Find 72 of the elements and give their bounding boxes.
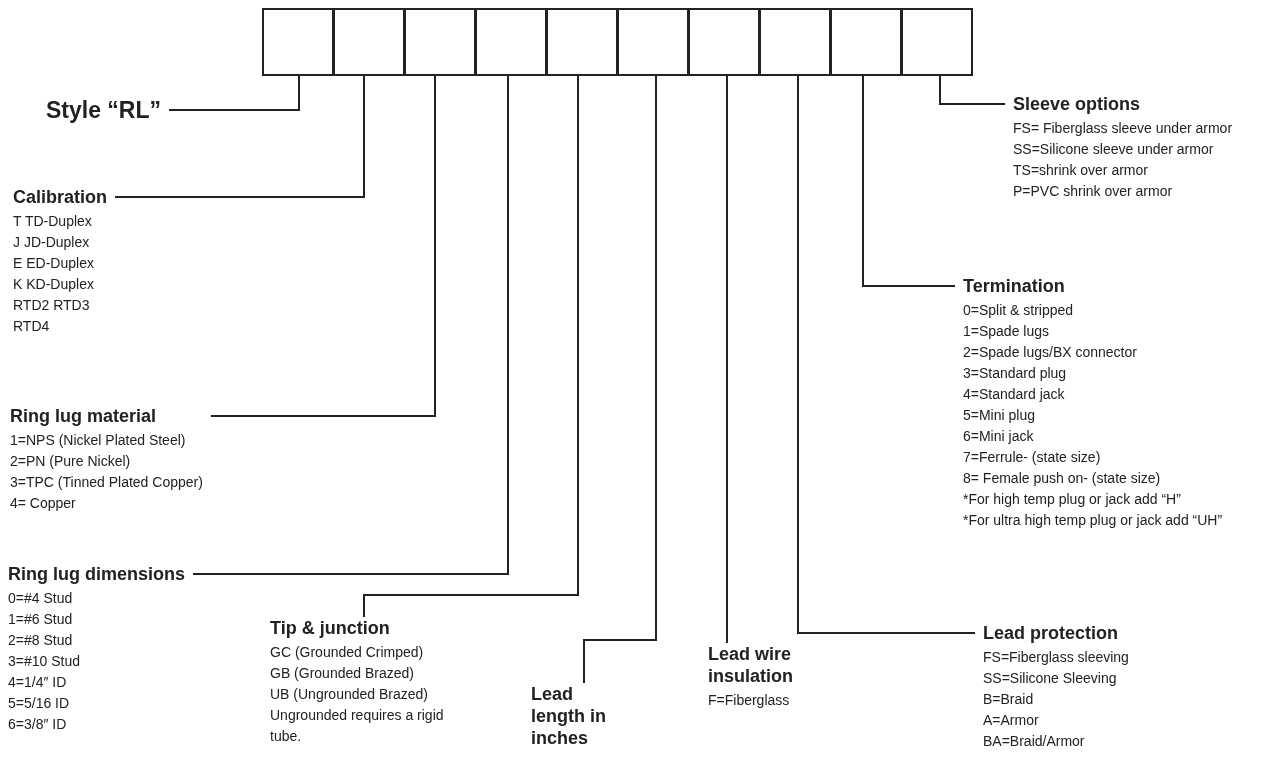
- leader-line: [583, 75, 657, 684]
- field-heading: Lead length in inches: [531, 683, 607, 749]
- option-text: 3=TPC (Tinned Plated Copper): [10, 473, 203, 492]
- code-box: [759, 8, 831, 76]
- option-text: 0=#4 Stud: [8, 589, 74, 608]
- code-box: [262, 8, 334, 76]
- option-text: 1=#6 Stud: [8, 610, 74, 629]
- option-text: GC (Grounded Crimped): [270, 643, 425, 662]
- option-text: 4=Standard jack: [963, 385, 1066, 404]
- leader-line: [209, 75, 436, 417]
- field-heading: Ring lug dimensions: [8, 563, 185, 585]
- option-text: 7=Ferrule- (state size): [963, 448, 1102, 467]
- option-text: 0=Split & stripped: [963, 301, 1075, 320]
- code-box: [830, 8, 902, 76]
- option-text: 3=#10 Stud: [8, 652, 81, 671]
- option-text: RTD2 RTD3: [13, 296, 91, 315]
- option-text: 3=Standard plug: [963, 364, 1068, 383]
- code-box: [333, 8, 405, 76]
- option-text: T TD-Duplex: [13, 212, 93, 231]
- option-text: SS=Silicone sleeve under armor: [1013, 140, 1215, 159]
- option-text: 4= Copper: [10, 494, 77, 513]
- field-heading: Tip & junction: [270, 617, 391, 639]
- field-heading: Ring lug material: [10, 405, 158, 427]
- option-text: UB (Ungrounded Brazed): [270, 685, 429, 704]
- option-text: 5=5/16 ID: [8, 694, 71, 713]
- option-text: SS=Silicone Sleeving: [983, 669, 1118, 688]
- option-text: BA=Braid/Armor: [983, 732, 1086, 751]
- code-box: [475, 8, 547, 76]
- option-text: B=Braid: [983, 690, 1035, 709]
- option-text: TS=shrink over armor: [1013, 161, 1149, 180]
- option-text: 2=#8 Stud: [8, 631, 74, 650]
- option-text: 1=NPS (Nickel Plated Steel): [10, 431, 187, 450]
- option-text: E ED-Duplex: [13, 254, 95, 273]
- option-text: 5=Mini plug: [963, 406, 1036, 425]
- leader-line: [862, 75, 956, 287]
- code-box: [688, 8, 760, 76]
- option-text: 6=Mini jack: [963, 427, 1035, 446]
- field-heading: Lead wire insulation: [708, 643, 794, 687]
- option-text: 8= Female push on- (state size): [963, 469, 1162, 488]
- leader-line: [797, 75, 976, 634]
- code-box: [901, 8, 973, 76]
- leader-line: [726, 75, 728, 644]
- leader-line: [114, 75, 365, 198]
- option-text: Ungrounded requires a rigid tube.: [270, 706, 445, 746]
- option-text: A=Armor: [983, 711, 1040, 730]
- option-text: K KD-Duplex: [13, 275, 95, 294]
- option-text: *For ultra high temp plug or jack add “UH”: [963, 511, 1223, 530]
- option-text: 2=PN (Pure Nickel): [10, 452, 132, 471]
- field-heading: Termination: [963, 275, 1066, 297]
- option-text: *For high temp plug or jack add “H”: [963, 490, 1182, 509]
- field-heading: Calibration: [13, 186, 107, 208]
- leader-line: [363, 75, 579, 618]
- option-text: F=Fiberglass: [708, 691, 791, 710]
- option-text: FS= Fiberglass sleeve under armor: [1013, 119, 1233, 138]
- leader-line: [168, 75, 300, 111]
- option-text: P=PVC shrink over armor: [1013, 182, 1174, 201]
- option-text: 6=3/8″ ID: [8, 715, 68, 734]
- code-box: [404, 8, 476, 76]
- option-text: GB (Grounded Brazed): [270, 664, 415, 683]
- leader-line: [939, 75, 1006, 105]
- option-text: 2=Spade lugs/BX connector: [963, 343, 1138, 362]
- field-heading: Style “RL”: [46, 96, 162, 124]
- option-text: RTD4: [13, 317, 51, 336]
- option-text: FS=Fiberglass sleeving: [983, 648, 1129, 667]
- code-box: [617, 8, 689, 76]
- option-text: J JD-Duplex: [13, 233, 91, 252]
- leader-line: [192, 75, 509, 575]
- option-text: 4=1/4″ ID: [8, 673, 68, 692]
- code-box: [546, 8, 618, 76]
- option-text: 1=Spade lugs: [963, 322, 1051, 341]
- field-heading: Lead protection: [983, 622, 1119, 644]
- field-heading: Sleeve options: [1013, 93, 1142, 115]
